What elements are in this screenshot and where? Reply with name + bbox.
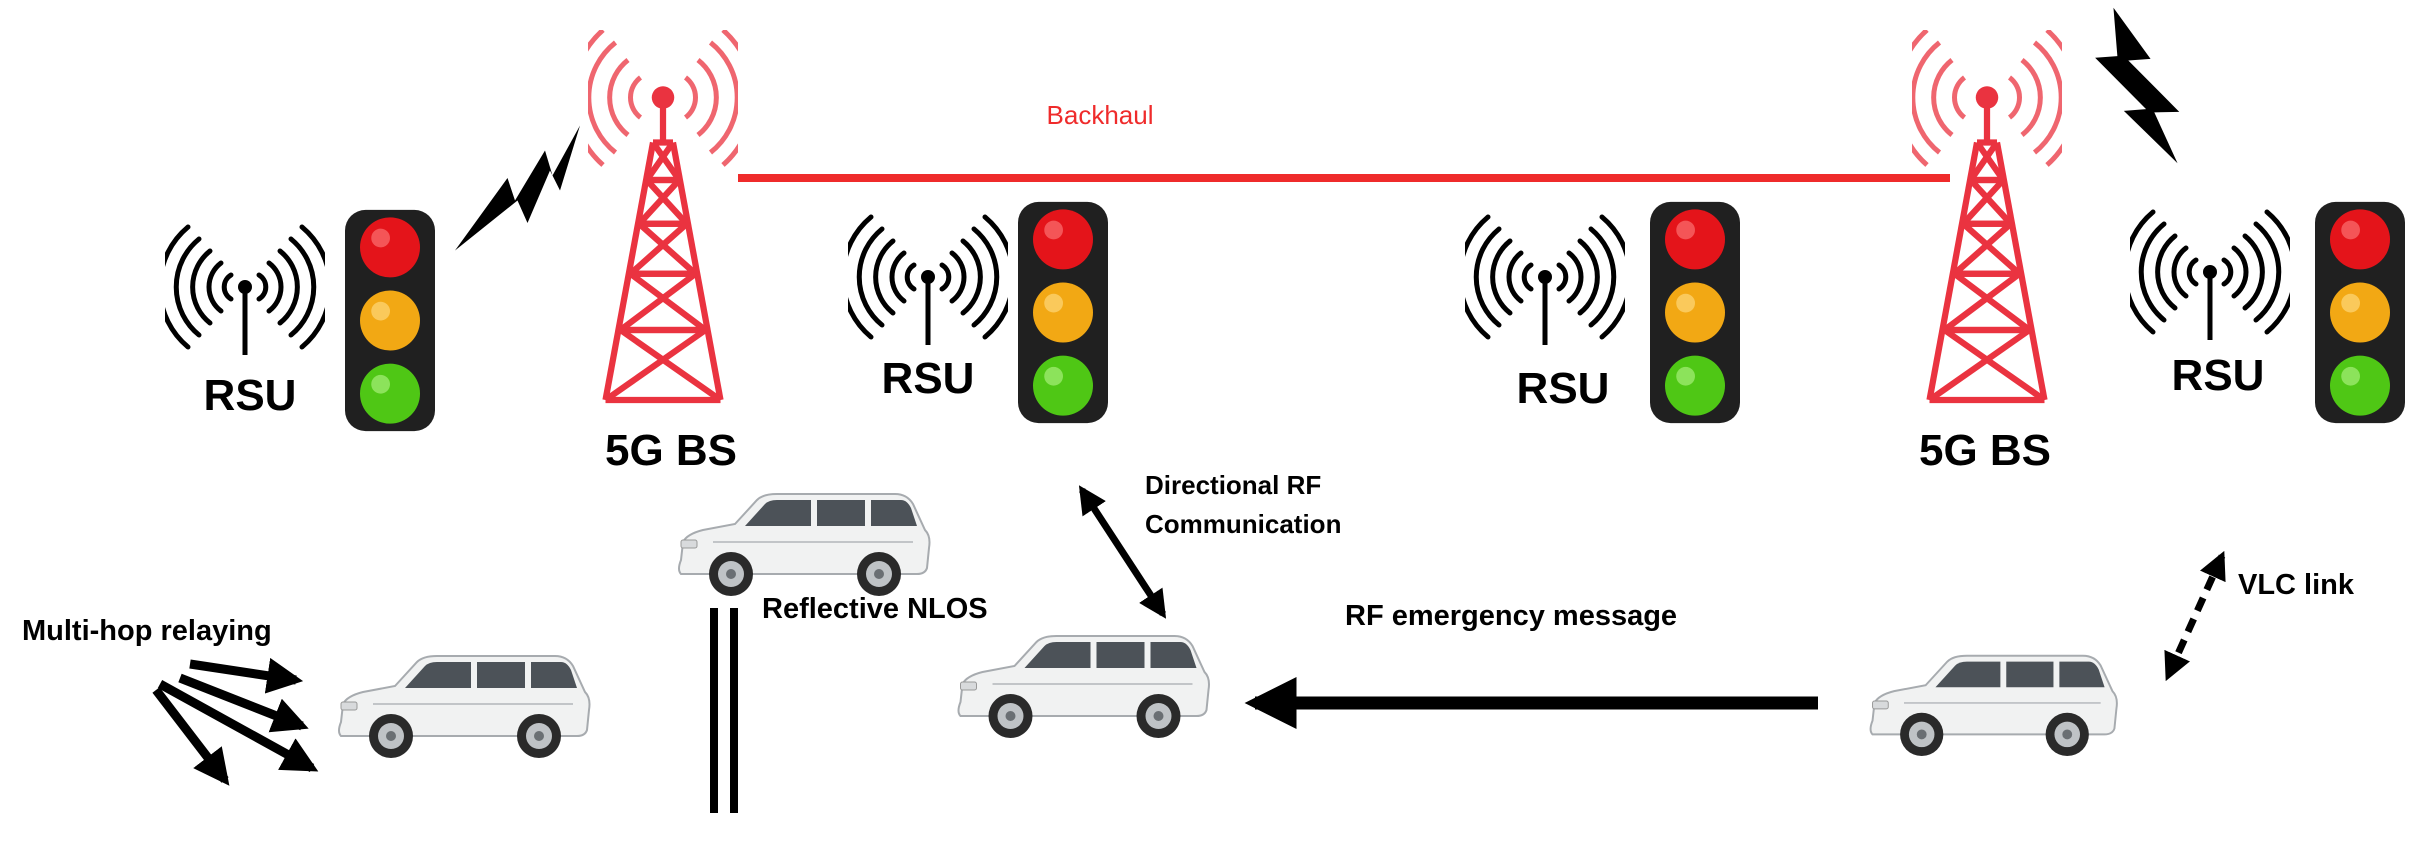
rsu-3-traffic-light-icon	[1650, 201, 1740, 424]
vehicle-left-icon	[337, 654, 591, 760]
vehicle-center-icon	[957, 634, 1211, 740]
vehicle-top-icon	[677, 492, 931, 598]
rsu-4-label: RSU	[2172, 351, 2265, 400]
rsu-2-antenna-icon	[843, 217, 1013, 345]
rsu-2-traffic-light-icon	[1018, 201, 1108, 424]
bs-right-label: 5G BS	[1919, 426, 2051, 475]
directional-rf-label-line1: Directional RF	[1145, 470, 1321, 500]
multihop-label: Multi-hop relaying	[22, 615, 272, 647]
rsu-1-label: RSU	[204, 371, 297, 420]
backhaul-label: Backhaul	[1047, 100, 1154, 130]
vehicle-right-icon	[1869, 654, 2118, 758]
vlc-link-label: VLC link	[2238, 569, 2355, 601]
reflective-wall-icon	[710, 608, 738, 813]
rsu-3-antenna-icon	[1460, 217, 1630, 345]
multihop-arrow-4	[152, 687, 230, 786]
multihop-arrow-1	[189, 657, 304, 694]
reflective-nlos-label: Reflective NLOS	[762, 593, 988, 625]
rsu-4-antenna-icon	[2125, 212, 2295, 340]
rsu-1-antenna-icon	[160, 227, 330, 355]
directional-rf-label-line2: Communication	[1145, 509, 1341, 539]
multihop-arrow-2	[178, 673, 309, 733]
base-station-right-icon	[1897, 30, 2078, 400]
lightning-right-icon	[2095, 7, 2180, 164]
base-station-left-icon	[573, 30, 754, 400]
bs-left-label: 5G BS	[605, 426, 737, 475]
multihop-arrow-3	[157, 680, 319, 772]
rsu-3-label: RSU	[1517, 364, 1610, 413]
directional-rf-arrow	[1078, 485, 1167, 619]
multihop-arrows	[152, 657, 319, 786]
rsu-4-traffic-light-icon	[2315, 201, 2405, 424]
rsu-1-traffic-light-icon	[345, 209, 435, 432]
rsu-2-label: RSU	[882, 354, 975, 403]
lightning-left-icon	[455, 125, 580, 251]
rf-emergency-label: RF emergency message	[1345, 600, 1677, 632]
vlc-link-arrow	[2164, 550, 2226, 682]
